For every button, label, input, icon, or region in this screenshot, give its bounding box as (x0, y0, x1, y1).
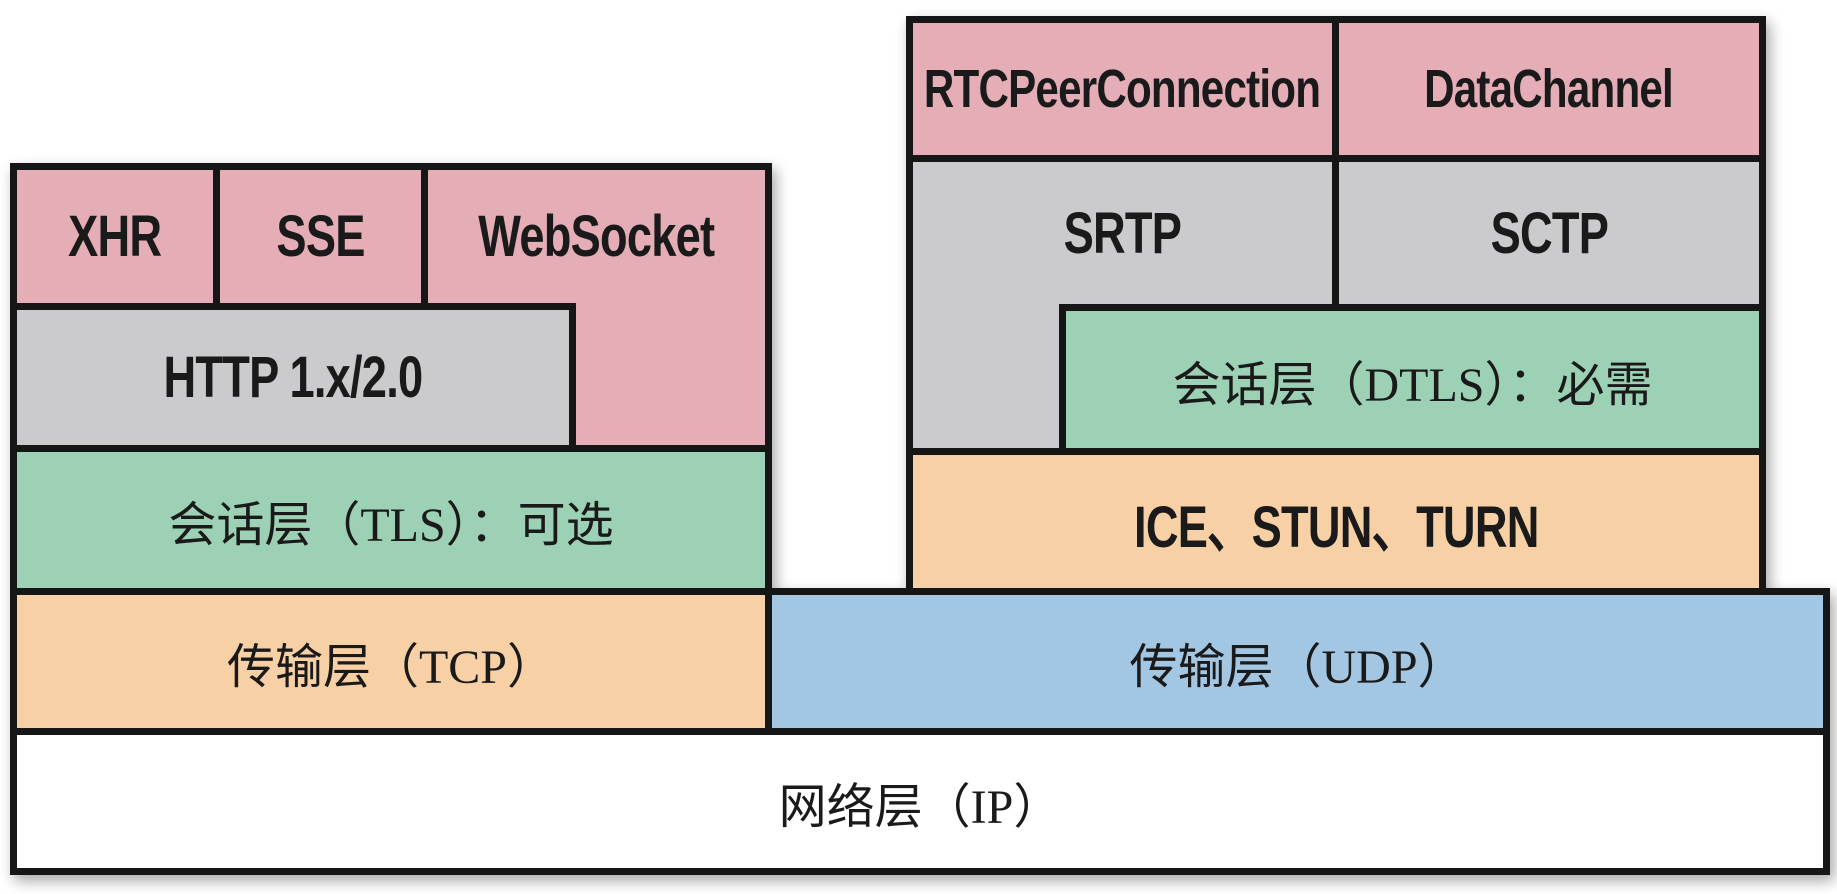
ice-stun-turn-label: ICE、STUN、TURN (1133, 494, 1539, 560)
http-label: HTTP 1.x/2.0 (163, 345, 424, 410)
udp-label: 传输层（UDP） (1129, 640, 1466, 694)
sse-box: SSE (213, 163, 428, 310)
tcp-label: 传输层（TCP） (226, 640, 556, 694)
dtls-label: 会话层（DTLS）：必需 (1172, 358, 1653, 412)
sctp-label: SCTP (1490, 200, 1608, 266)
xhr-box: XHR (10, 163, 220, 310)
sctp-box: SCTP (1332, 155, 1766, 311)
datachannel-label: DataChannel (1424, 59, 1675, 119)
ice-stun-turn-box: ICE、STUN、TURN (906, 448, 1766, 595)
http-box: HTTP 1.x/2.0 (10, 303, 576, 452)
ip-label: 网络层（IP） (778, 780, 1062, 834)
tls-label: 会话层（TLS）：可选 (168, 499, 614, 552)
tls-session-layer-box: 会话层（TLS）：可选 (10, 445, 772, 595)
dtls-session-layer-box: 会话层（DTLS）：必需 (1059, 304, 1766, 455)
udp-transport-layer-box: 传输层（UDP） (765, 588, 1830, 735)
rtcpeerconnection-label: RTCPeerConnection (924, 59, 1321, 119)
ip-network-layer-box: 网络层（IP） (10, 728, 1830, 875)
datachannel-box: DataChannel (1332, 16, 1766, 162)
rtcpeerconnection-box: RTCPeerConnection (906, 16, 1339, 162)
xhr-label: XHR (68, 204, 162, 269)
tcp-transport-layer-box: 传输层（TCP） (10, 588, 772, 735)
sse-label: SSE (276, 204, 365, 269)
